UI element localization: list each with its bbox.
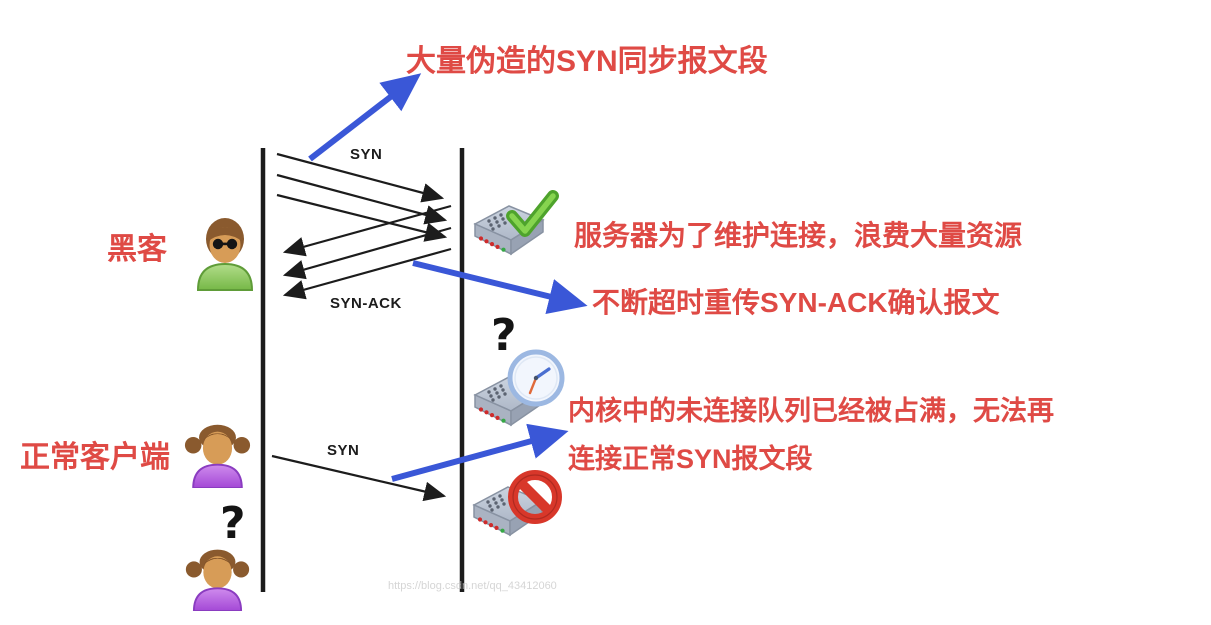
syn-arrows — [276, 152, 448, 242]
annotation-retransmit: 不断超时重传SYN-ACK确认报文 — [592, 287, 1000, 318]
watermark-text: https://blog.csdn.net/qq_43412060 — [388, 580, 557, 592]
annotation-queue-full-line2: 连接正常SYN报文段 — [568, 444, 813, 474]
annotation-maintain-connections: 服务器为了维护连接，浪费大量资源 — [574, 220, 1023, 251]
clock-icon — [507, 349, 565, 407]
annotation-queue-full-line1: 内核中的未连接队列已经被占满，无法再 — [568, 396, 1054, 426]
syn-ack-label: SYN-ACK — [330, 295, 402, 312]
client-avatar-waiting-icon — [184, 548, 251, 611]
check-mark-icon — [506, 190, 559, 237]
hacker-avatar-icon — [196, 218, 254, 291]
syn-label-top: SYN — [350, 146, 383, 163]
client-avatar-icon — [183, 423, 252, 488]
client-syn-arrow — [271, 454, 447, 502]
client-question-mark: ? — [220, 498, 246, 549]
hacker-label: 黑客 — [107, 233, 167, 266]
normal-client-label: 正常客户端 — [20, 441, 170, 474]
annotation-forged-syn: 大量伪造的SYN同步报文段 — [406, 45, 768, 78]
syn-label-bottom: SYN — [327, 442, 360, 459]
forbidden-icon — [508, 470, 562, 524]
syn-ack-arrows — [282, 204, 452, 300]
server-question-mark: ? — [491, 310, 517, 361]
